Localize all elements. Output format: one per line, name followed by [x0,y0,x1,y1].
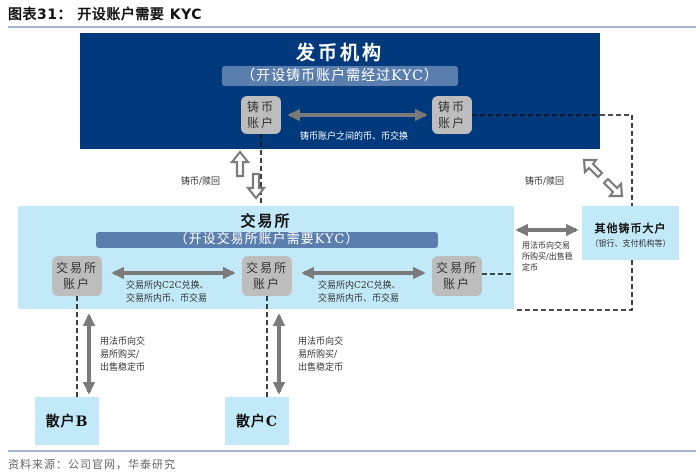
top-divider [8,26,696,28]
exchange-kyc-note: （开设交易所账户需要KYC） [96,232,438,248]
exchange-account-1: 交易所 账户 [52,256,102,296]
exchange-title: 交易所 [240,212,292,230]
dashed-connector [472,114,633,206]
account-label-line2: 账户 [442,277,471,291]
fiat-trade-label-other: 用法币向交易 所购买/出售稳 定币 [522,240,573,273]
figure-title: 图表31： 开设账户需要 KYC [8,7,202,23]
c2c-label-line1: 交易所内C2C兑换、 [126,281,209,291]
other-large-minters-box: 其他铸币大户 （银行、支付机构等） [582,206,679,260]
fiat-label-line3: 出售稳定币 [100,363,146,373]
issuer-kyc-note: （开设铸币账户需经过KYC） [222,66,458,86]
fiat-label-line3: 定币 [522,263,538,272]
retail-b-box: 散户B [35,397,99,445]
c2c-label-1: 交易所内C2C兑换、 交易所内币、币交易 [126,280,209,306]
c2c-label-line2: 交易所内币、币交易 [318,294,400,304]
redeem-arrow-diag-down [602,177,624,198]
account-label-line1: 交易所 [435,261,478,275]
dashed-connector [515,260,633,311]
fiat-label-line2: 所购买/出售稳 [522,252,573,261]
account-label-line2: 账户 [437,116,466,130]
mint-arrow-up [229,150,251,178]
fiat-label-line2: 易所购买/ [298,350,338,360]
mint-account-exchange-label: 铸币账户之间的币、币交换 [300,132,409,142]
account-label-line2: 账户 [246,116,275,130]
issuer-title: 发币机构 [295,42,384,64]
fiat-trade-label-b: 用法币向交 易所购买/ 出售稳定币 [100,336,145,375]
mint-redeem-label-left: 铸币/赎回 [181,177,221,187]
fiat-trade-label-c: 用法币向交 易所购买/ 出售稳定币 [298,336,343,375]
c2c-label-line2: 交易所内币、币交易 [126,294,208,304]
account-label-line1: 铸币 [437,100,466,114]
exchange-account-3: 交易所 账户 [432,256,482,296]
account-label-line1: 交易所 [245,261,288,275]
issuer-mint-account-right: 铸币 账户 [432,96,472,134]
fiat-label-line3: 出售稳定币 [298,363,344,373]
redeem-arrow-down [245,172,267,200]
c2c-label-2: 交易所内C2C兑换、 交易所内币、币交易 [318,280,401,306]
mint-arrow-diag-up [582,158,604,179]
fiat-label-line2: 易所购买/ [100,350,140,360]
issuer-mint-account-left: 铸币 账户 [241,96,281,134]
bottom-divider [8,450,696,452]
account-label-line1: 铸币 [246,100,275,114]
c2c-label-line1: 交易所内C2C兑换、 [318,281,401,291]
other-minters-title: 其他铸币大户 [594,222,667,235]
exchange-account-2: 交易所 账户 [242,256,292,296]
mint-redeem-label-right: 铸币/赎回 [525,177,565,187]
fiat-label-line1: 用法币向交易 [522,241,570,250]
account-label-line2: 账户 [252,277,281,291]
fiat-label-line1: 用法币向交 [100,337,146,347]
retail-c-box: 散户C [225,397,289,445]
account-label-line2: 账户 [62,277,91,291]
issuer-panel [80,33,600,149]
account-label-line1: 交易所 [55,261,98,275]
fiat-label-line1: 用法币向交 [298,337,344,347]
other-minters-subtitle: （银行、支付机构等） [590,239,671,248]
source-note: 资料来源：公司官网，华泰研究 [8,458,176,471]
